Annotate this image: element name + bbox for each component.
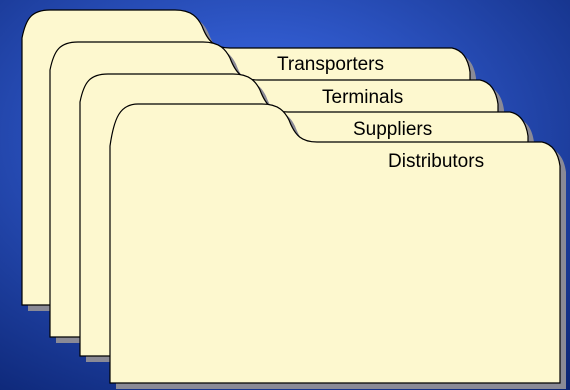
folder-label-transporters: Transporters <box>277 54 384 75</box>
folder-label-suppliers: Suppliers <box>353 119 432 140</box>
folder-distributors: Distributors <box>109 103 566 389</box>
folder-label-terminals: Terminals <box>322 87 403 108</box>
folder-label-distributors: Distributors <box>388 151 484 172</box>
folder-body <box>109 103 561 384</box>
